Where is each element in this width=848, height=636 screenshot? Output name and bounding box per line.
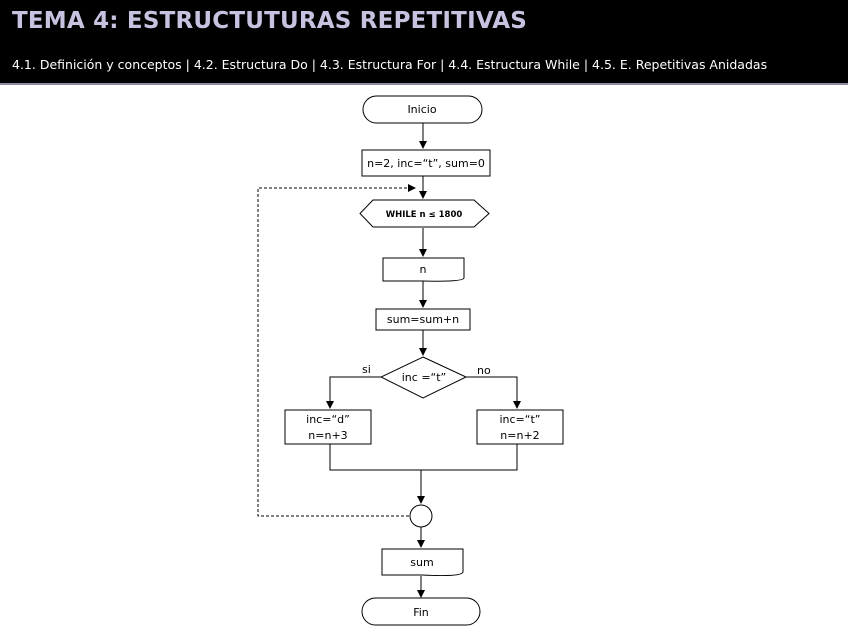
branch-yes-label: si: [362, 363, 371, 376]
sum-process-label: sum=sum+n: [387, 313, 459, 326]
init-box: [361, 149, 491, 177]
yes-branch-box: [284, 409, 372, 445]
end-terminal: [361, 597, 481, 626]
branch-no-label: no: [477, 364, 491, 377]
output-sum-box: [381, 548, 464, 577]
sum-process-box: [375, 308, 471, 331]
loop-back-arrow: [257, 184, 416, 517]
no-line2: n=n+2: [500, 429, 539, 442]
loop-label: WHILE n ≤ 1800: [386, 210, 463, 220]
page-title: TEMA 4: ESTRUCTUTURAS REPETITIVAS: [12, 8, 528, 34]
start-terminal: [362, 95, 483, 124]
start-label: Inicio: [407, 103, 436, 116]
init-label: n=2, inc=“t”, sum=0: [367, 157, 485, 170]
merge-line: [329, 444, 518, 471]
header-bar: TEMA 4: ESTRUCTUTURAS REPETITIVAS 4.1. D…: [0, 0, 848, 85]
arrow-decision-yes: [326, 376, 381, 409]
decision-diamond: [379, 356, 468, 399]
no-line1: inc=“t”: [499, 413, 540, 426]
output-n-box: [382, 257, 465, 282]
arrow-decision-no: [466, 376, 521, 409]
loop-hexagon: [359, 199, 490, 228]
decision-label: inc =“t”: [402, 371, 447, 384]
no-branch-box: [476, 409, 564, 445]
section-nav: 4.1. Definición y conceptos | 4.2. Estru…: [12, 57, 768, 72]
connector-circle: [409, 504, 433, 528]
output-sum-label: sum: [410, 556, 433, 569]
yes-line1: inc=“d”: [306, 413, 350, 426]
yes-line2: n=n+3: [308, 429, 347, 442]
output-n-label: n: [420, 263, 427, 276]
end-label: Fin: [413, 606, 429, 619]
